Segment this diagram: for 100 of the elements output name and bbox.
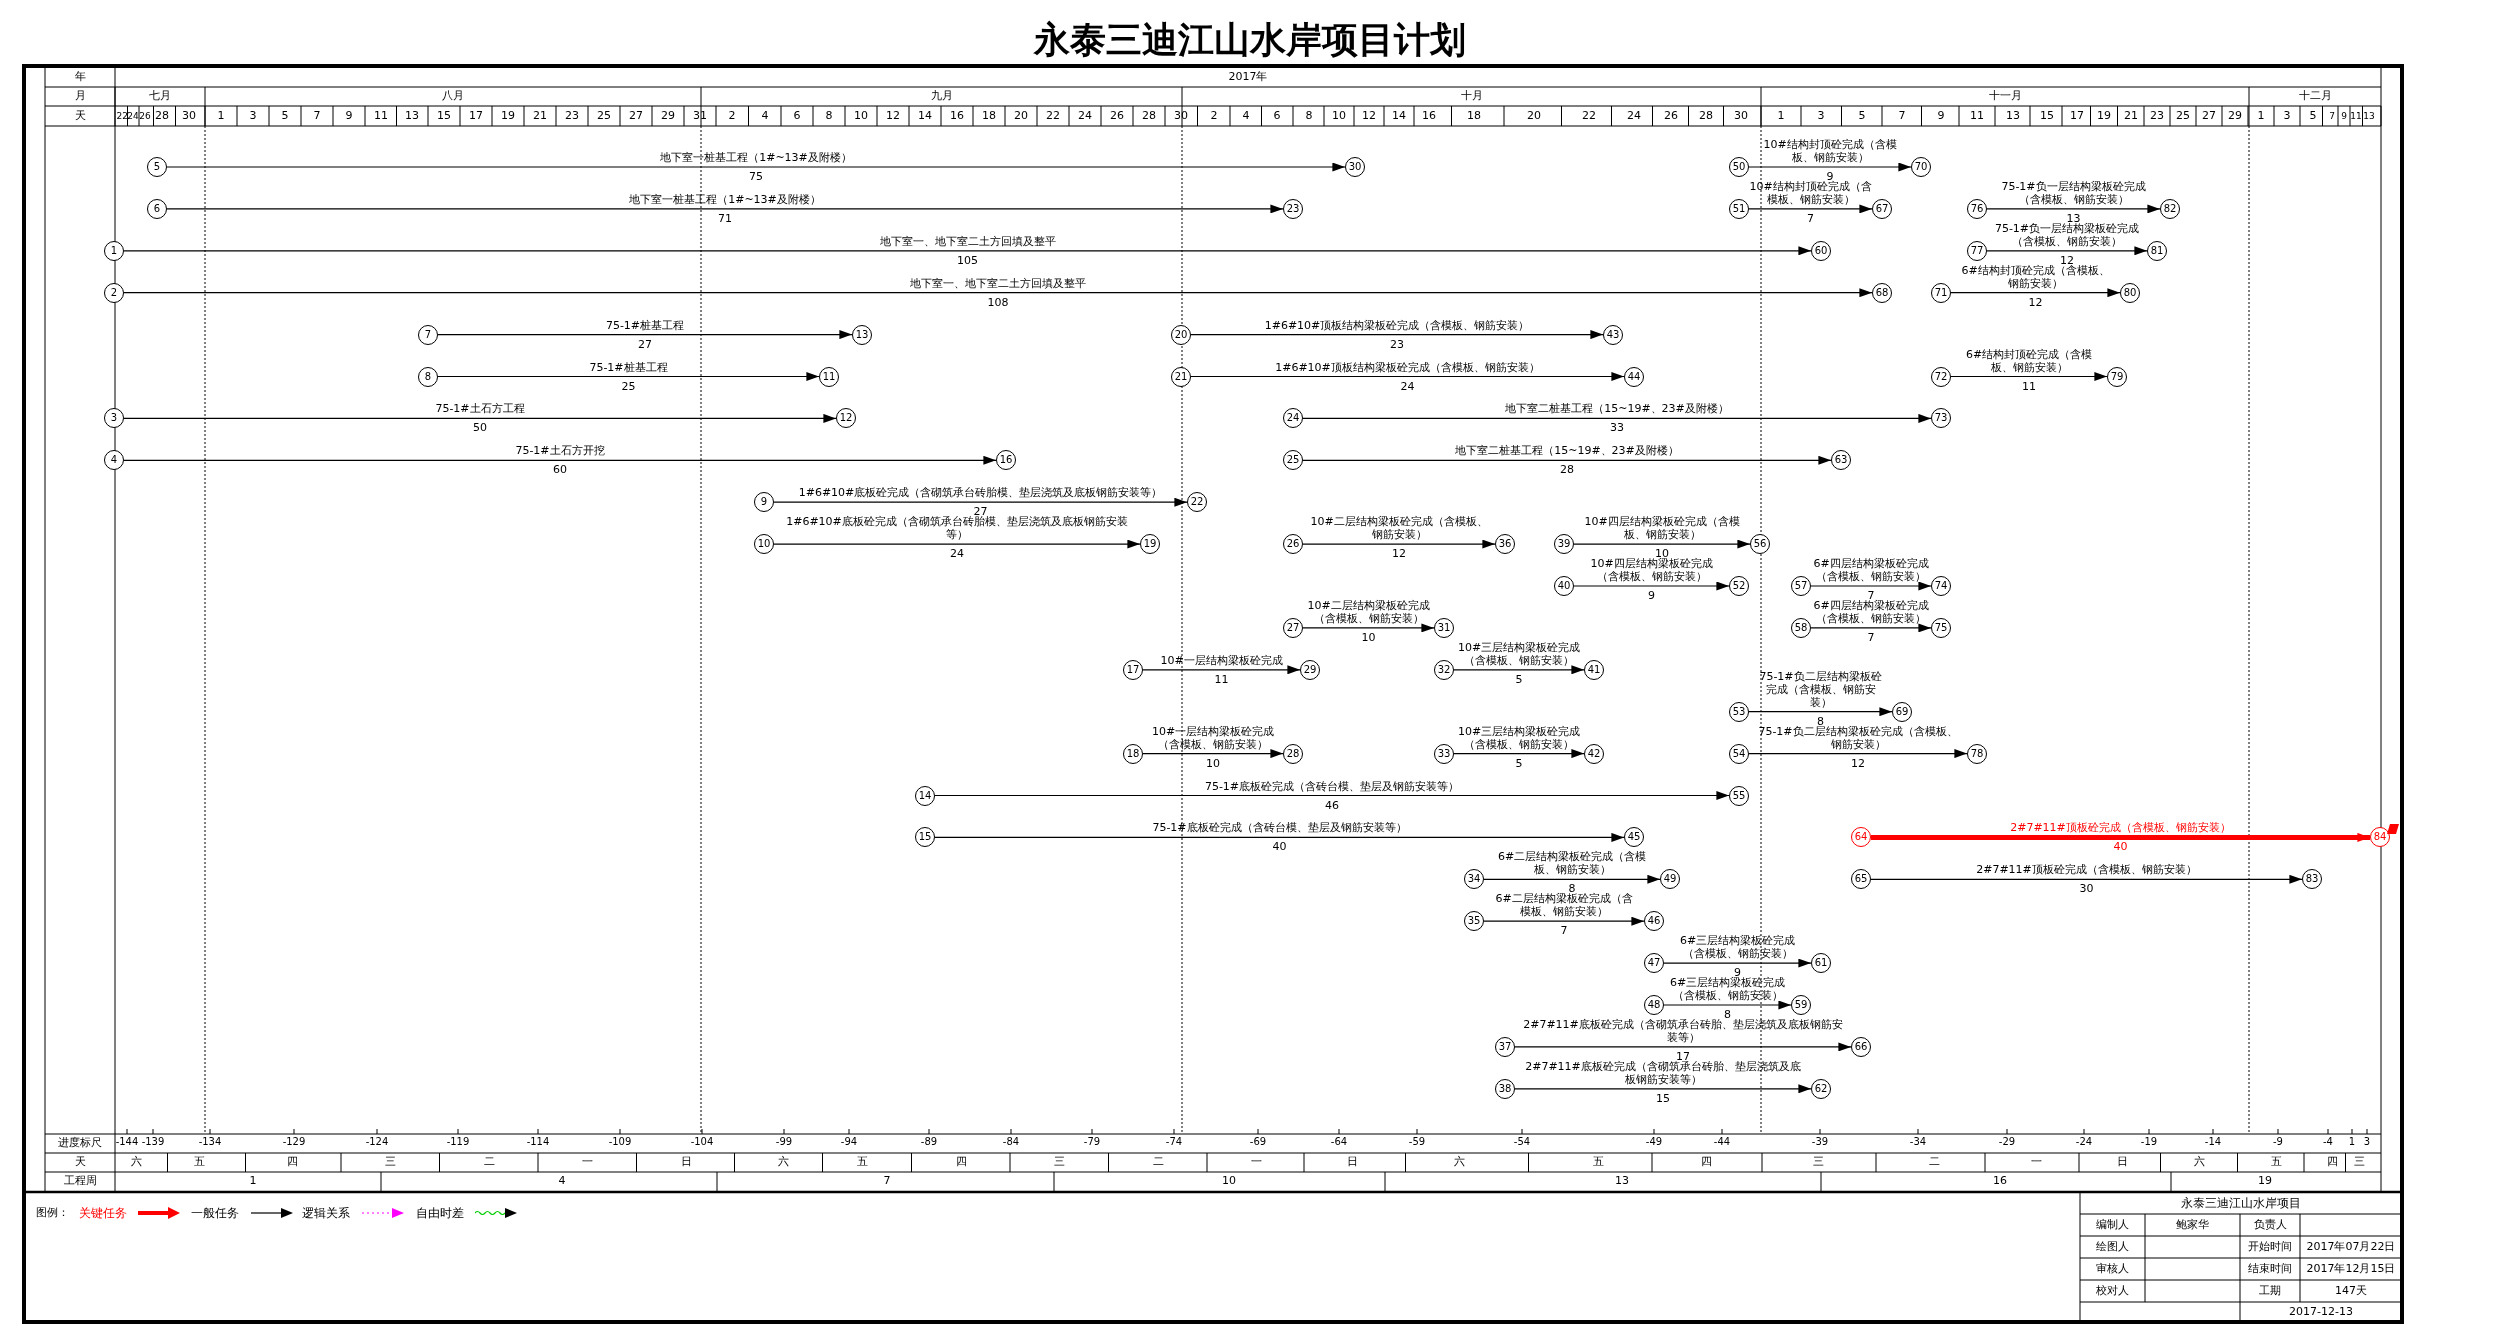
field-value: 2017年12月15日 bbox=[2305, 1262, 2397, 1276]
day-label: 13 bbox=[2362, 110, 2376, 123]
weekday-label: 日 bbox=[1345, 1155, 1359, 1169]
event-circle: 43 bbox=[1603, 324, 1623, 345]
event-circle: 56 bbox=[1750, 534, 1770, 555]
weekday-label: 三 bbox=[2352, 1155, 2366, 1169]
field-label: 审核人 bbox=[2094, 1262, 2130, 1276]
scale-tick-label: -114 bbox=[526, 1135, 550, 1149]
event-circle: 44 bbox=[1624, 366, 1644, 387]
duration-label: 5 bbox=[1514, 672, 1524, 687]
event-circle: 75 bbox=[1931, 617, 1951, 638]
event-circle: 7 bbox=[418, 324, 438, 345]
task-arrow bbox=[773, 497, 1188, 507]
field-value: 鲍家华 bbox=[2174, 1218, 2210, 1232]
task-label: 75-1#底板砼完成（含砖台模、垫层及钢筋安装等） bbox=[1152, 821, 1407, 835]
scale-tick-label: -109 bbox=[608, 1135, 632, 1149]
month-label: 九月 bbox=[929, 89, 954, 103]
event-circle: 46 bbox=[1644, 911, 1664, 932]
duration-label: 24 bbox=[1399, 379, 1416, 394]
event-circle: 68 bbox=[1872, 282, 1892, 303]
day-label: 1 bbox=[216, 109, 226, 123]
task-label: 6#结构封顶砼完成（含模板、钢筋安装） bbox=[1964, 347, 2094, 374]
day-label: 3 bbox=[248, 109, 258, 123]
day-label: 29 bbox=[2227, 109, 2243, 123]
weekday-label: 六 bbox=[776, 1155, 790, 1169]
event-circle: 38 bbox=[1495, 1078, 1515, 1099]
task-label: 75-1#负一层结构梁板砼完成（含模板、钢筋安装） bbox=[2000, 179, 2147, 206]
task-label: 10#结构封顶砼完成（含模板、钢筋安装） bbox=[1762, 138, 1898, 164]
task-label: 6#结构封顶砼完成（含模板、钢筋安装） bbox=[1960, 263, 2111, 290]
week-number: 4 bbox=[557, 1174, 567, 1188]
weekday-label: 三 bbox=[383, 1155, 397, 1169]
day-label: 18 bbox=[981, 109, 997, 123]
day-label: 7 bbox=[1897, 109, 1907, 123]
event-circle: 49 bbox=[1660, 869, 1680, 890]
event-circle: 54 bbox=[1729, 743, 1749, 764]
task-arrow bbox=[1986, 246, 2148, 256]
day-label: 3 bbox=[1816, 109, 1826, 123]
event-circle: 48 bbox=[1644, 995, 1664, 1015]
event-circle: 59 bbox=[1791, 995, 1811, 1015]
day-label: 28 bbox=[154, 109, 170, 123]
day-label: 30 bbox=[181, 109, 197, 123]
weekday-label: 四 bbox=[1699, 1155, 1713, 1169]
weekday-label: 五 bbox=[2269, 1155, 2283, 1169]
weekday-label: 一 bbox=[2029, 1155, 2043, 1169]
scale-tick-label: -29 bbox=[1997, 1135, 2017, 1149]
day-label: 14 bbox=[917, 109, 933, 123]
event-circle: 40 bbox=[1554, 576, 1574, 596]
task-arrow bbox=[1190, 372, 1625, 381]
event-circle: 69 bbox=[1892, 701, 1912, 722]
event-circle: 30 bbox=[1345, 157, 1365, 177]
event-circle: 9 bbox=[754, 492, 774, 513]
day-label: 26 bbox=[1663, 109, 1679, 123]
event-circle: 66 bbox=[1851, 1036, 1871, 1057]
task-arrow bbox=[123, 455, 997, 465]
weekday-label: 六 bbox=[2192, 1155, 2206, 1169]
scale-tick-label: -99 bbox=[774, 1135, 794, 1149]
task-label: 2#7#11#底板砼完成（含砌筑承台砖胎、垫层浇筑及底板钢筋安装等） bbox=[1524, 1059, 1802, 1086]
day-label: 17 bbox=[468, 109, 484, 123]
day-label: 26 bbox=[139, 110, 151, 123]
duration-label: 40 bbox=[2112, 840, 2129, 855]
event-circle: 16 bbox=[996, 450, 1016, 471]
task-label: 地下室二桩基工程（15~19#、23#及附楼） bbox=[1455, 444, 1679, 458]
task-label: 地下室一桩基工程（1#~13#及附楼） bbox=[629, 192, 821, 206]
scale-tick-label: -49 bbox=[1644, 1135, 1664, 1149]
month-label: 八月 bbox=[441, 89, 465, 103]
event-circle: 47 bbox=[1644, 953, 1664, 974]
event-circle: 74 bbox=[1931, 576, 1951, 596]
event-circle: 21 bbox=[1171, 366, 1191, 387]
task-label: 1#6#10#底板砼完成（含砌筑承台砖胎模、垫层浇筑及底板钢筋安装等） bbox=[798, 486, 1163, 500]
day-label: 12 bbox=[885, 109, 901, 123]
scale-tick-label: -134 bbox=[198, 1135, 222, 1149]
week-number: 16 bbox=[1992, 1174, 2008, 1188]
event-circle: 45 bbox=[1624, 827, 1644, 848]
event-circle: 2 bbox=[104, 282, 124, 303]
day-label: 21 bbox=[2123, 109, 2139, 123]
event-circle: 82 bbox=[2160, 198, 2180, 219]
task-arrow bbox=[1810, 623, 1932, 633]
day-label: 24 bbox=[127, 110, 139, 123]
weekday-label: 二 bbox=[1151, 1155, 1165, 1169]
day-label: 11 bbox=[1969, 109, 1985, 123]
day-label: 20 bbox=[1013, 109, 1029, 123]
event-circle: 50 bbox=[1729, 157, 1749, 177]
task-arrow bbox=[1573, 539, 1751, 549]
month-label: 十月 bbox=[1459, 89, 1484, 103]
legend-label: 一般任务 bbox=[191, 1206, 239, 1220]
event-circle: 55 bbox=[1729, 785, 1749, 806]
weekday-label: 三 bbox=[1052, 1155, 1066, 1169]
day-label: 1 bbox=[1776, 109, 1786, 123]
field-label: 结束时间 bbox=[2247, 1262, 2293, 1276]
event-circle: 51 bbox=[1729, 198, 1749, 219]
scale-tick-label: 1 bbox=[2347, 1135, 2357, 1149]
duration-label: 12 bbox=[2027, 295, 2044, 310]
day-label: 6 bbox=[1272, 109, 1282, 123]
scale-tick-label: -119 bbox=[446, 1135, 470, 1149]
task-label: 75-1#负二层结构梁板砼完成（含模板、钢筋安装） bbox=[1758, 669, 1883, 709]
task-arrow bbox=[934, 791, 1730, 800]
event-circle: 6 bbox=[147, 198, 167, 219]
day-label: 22 bbox=[116, 110, 128, 123]
task-label: 地下室一、地下室二土方回填及整平 bbox=[910, 276, 1086, 290]
duration-label: 108 bbox=[986, 295, 1010, 310]
